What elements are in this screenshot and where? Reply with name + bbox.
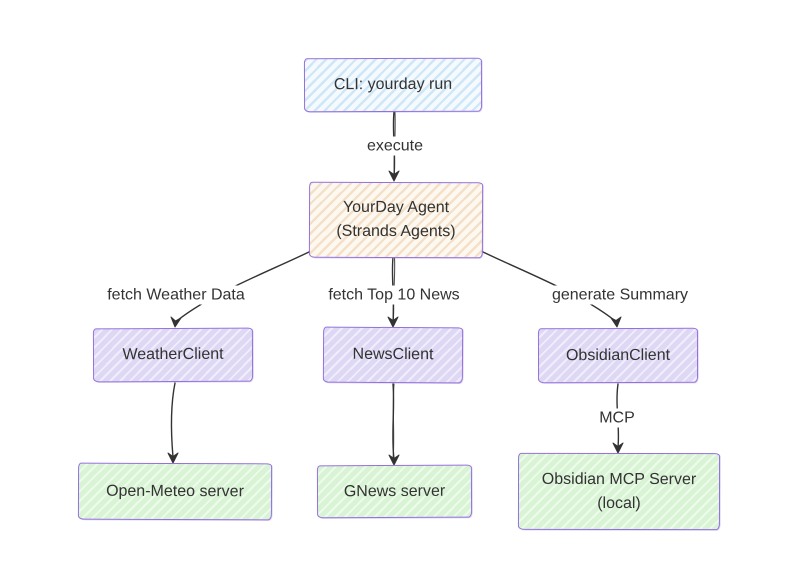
node-agent-label-line1: YourDay Agent [342, 198, 450, 217]
edge-label-fetch-top-10-news: fetch Top 10 News [325, 285, 463, 305]
arrowhead-agent-obsidianclient [610, 316, 622, 328]
arrowhead-newsclient-gnews [388, 454, 400, 466]
node-gnews-server: GNews server [316, 464, 473, 519]
node-obsidian-client-label: ObsidianClient [565, 346, 671, 364]
node-obsidian-mcp-server: Obsidian MCP Server (local) [517, 452, 721, 531]
node-gnews-server-label: GNews server [343, 482, 446, 500]
node-openmeteo-server-label: Open-Meteo server [106, 482, 244, 500]
arrowhead-cli-agent [388, 170, 400, 182]
node-obsidian-mcp-server-label-line1: Obsidian MCP Server [541, 470, 697, 488]
arrowhead-weatherclient-openmeteo [167, 452, 179, 464]
edge-label-generate-summary: generate Summary [548, 285, 692, 305]
edge-agent-obsidianclient [480, 250, 615, 321]
edge-weatherclient-openmeteo [170, 382, 176, 458]
node-agent-label-line2: (Strands Agents) [336, 222, 456, 241]
node-news-client: NewsClient [322, 326, 464, 384]
arrowhead-agent-weatherclient [170, 316, 182, 328]
node-openmeteo-server: Open-Meteo server [77, 462, 273, 521]
node-weather-client-label: WeatherClient [122, 345, 224, 364]
arrowhead-agent-newsclient [387, 316, 399, 328]
node-obsidian-mcp-server-label-line2: (local) [597, 494, 641, 512]
node-news-client-label: NewsClient [352, 345, 434, 364]
edge-agent-weatherclient [177, 250, 312, 321]
edge-label-execute: execute [363, 136, 427, 156]
node-weather-client: WeatherClient [92, 327, 254, 383]
node-obsidian-client: ObsidianClient [537, 327, 699, 384]
edge-label-mcp: MCP [596, 408, 638, 428]
node-cli-label: CLI: yourday run [333, 75, 453, 94]
node-cli: CLI: yourday run [303, 57, 483, 113]
arrowhead-obsidianclient-mcpserver [612, 442, 624, 454]
edge-label-fetch-weather-data: fetch Weather Data [104, 285, 248, 305]
edge-newsclient-gnews-sketch [392, 383, 395, 460]
node-yourday-agent: YourDay Agent (Strands Agents) [308, 181, 484, 259]
